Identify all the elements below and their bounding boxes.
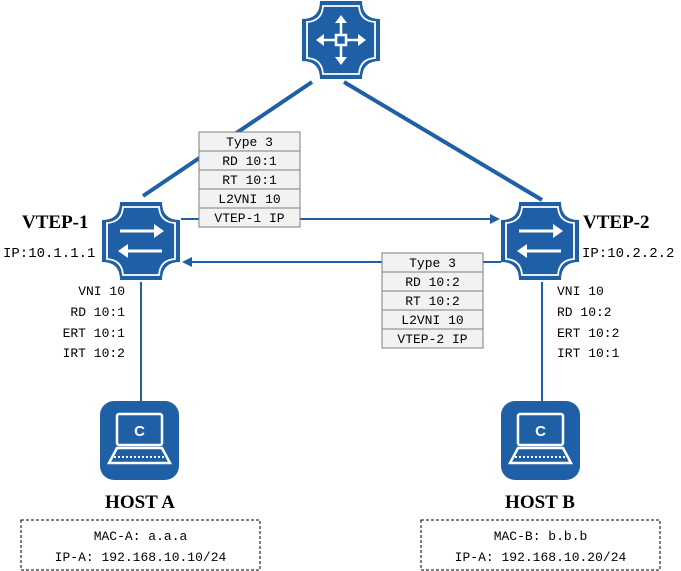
host-a-name: HOST A (105, 492, 175, 513)
host-b-mac: MAC-B: b.b.b (494, 529, 588, 544)
config-line: RD 10:1 (70, 305, 125, 320)
vtep1-name: VTEP-1 (22, 212, 89, 233)
config-line: RD 10:2 (557, 305, 612, 320)
switch-icon (501, 202, 579, 280)
route-field: VTEP-1 IP (214, 211, 284, 226)
router-icon (302, 1, 380, 79)
vtep1-config: VNI 10 RD 10:1 ERT 10:1 IRT 10:2 (63, 284, 126, 361)
host-b-info-box: MAC-B: b.b.b IP-A: 192.168.10.20/24 (420, 519, 661, 571)
route-field: Type 3 (226, 135, 273, 150)
route-field: RT 10:2 (405, 294, 460, 309)
laptop-letter: C (134, 423, 145, 440)
route-field: L2VNI 10 (218, 192, 280, 207)
route-table-vtep2: Type 3 RD 10:2 RT 10:2 L2VNI 10 VTEP-2 I… (381, 252, 484, 349)
route-field: VTEP-2 IP (397, 332, 467, 347)
route-table-vtep1: Type 3 RD 10:1 RT 10:1 L2VNI 10 VTEP-1 I… (198, 131, 301, 228)
config-line: ERT 10:1 (63, 326, 126, 341)
route-field: RD 10:1 (222, 154, 277, 169)
config-line: IRT 10:1 (557, 346, 620, 361)
route-field: Type 3 (409, 256, 456, 271)
vtep1-device[interactable] (102, 202, 180, 280)
vtep2-name: VTEP-2 (583, 212, 650, 233)
laptop-letter: C (535, 423, 546, 440)
config-line: VNI 10 (78, 284, 125, 299)
vtep2-device[interactable] (501, 202, 579, 280)
route-field: RD 10:2 (405, 275, 460, 290)
host-a-device[interactable]: C (100, 401, 179, 480)
link-rr-vtep2 (342, 80, 544, 202)
route-reflector-device[interactable] (302, 1, 380, 79)
vtep2-config: VNI 10 RD 10:2 ERT 10:2 IRT 10:1 (557, 284, 620, 361)
laptop-icon: C (501, 401, 580, 480)
host-a-info-box: MAC-A: a.a.a IP-A: 192.168.10.10/24 (20, 519, 261, 571)
laptop-icon: C (100, 401, 179, 480)
host-b-ip: IP-A: 192.168.10.20/24 (455, 550, 627, 565)
host-a-mac: MAC-A: a.a.a (94, 529, 188, 544)
vtep1-ip: IP:10.1.1.1 (3, 246, 95, 262)
host-b-name: HOST B (505, 492, 575, 513)
route-field: RT 10:1 (222, 173, 277, 188)
links (140, 80, 544, 403)
config-line: VNI 10 (557, 284, 604, 299)
host-a-ip: IP-A: 192.168.10.10/24 (55, 550, 227, 565)
switch-icon (102, 202, 180, 280)
config-line: IRT 10:2 (63, 346, 125, 361)
host-b-device[interactable]: C (501, 401, 580, 480)
vtep2-ip: IP:10.2.2.2 (582, 246, 674, 262)
config-line: ERT 10:2 (557, 326, 619, 341)
route-field: L2VNI 10 (401, 313, 463, 328)
